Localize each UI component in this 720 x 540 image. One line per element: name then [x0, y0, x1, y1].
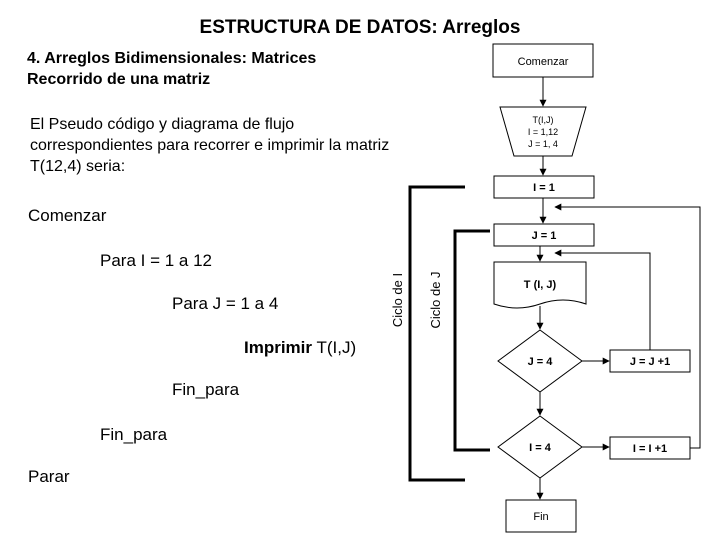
intro-line-2: correspondientes para recorrer e imprimi…: [30, 137, 390, 154]
assign-j-label: J = 1: [532, 230, 557, 242]
increment-i-label: I = I +1: [633, 443, 667, 455]
pseudo-for-i: Para I = 1 a 12: [100, 251, 212, 270]
output-label: T (I, J): [524, 279, 557, 291]
loop-i-label: Ciclo de I: [390, 273, 405, 327]
bracket-loop-j: [453, 229, 490, 452]
intro-line-3: T(12,4) seria:: [30, 158, 126, 175]
end-terminator: [505, 499, 577, 533]
increment-j-label: J = J +1: [630, 356, 670, 368]
start-terminator: [492, 43, 594, 78]
start-label: Comenzar: [518, 56, 569, 68]
pseudo-print: Imprimir T(I,J): [244, 338, 356, 358]
loop-j-label: Ciclo de J: [428, 271, 443, 328]
subtitle-line-2: Recorrido de una matriz: [27, 71, 211, 88]
input-trapezoid: [499, 106, 587, 157]
intro-line-1: El Pseudo código y diagrama de flujo: [30, 116, 295, 133]
assign-i-label: I = 1: [533, 182, 555, 194]
arrow-increment-i-loop-back: [554, 203, 701, 449]
decision-j-label: J = 4: [528, 356, 554, 368]
arrow-increment-j-loop-back: [554, 249, 651, 350]
assign-j-box: [493, 223, 595, 247]
flow-arrows: [536, 77, 701, 500]
intro-paragraph: El Pseudo código y diagrama de flujo cor…: [30, 114, 389, 177]
slide-title: ESTRUCTURA DE DATOS: Arreglos: [199, 17, 521, 38]
print-argument: T(I,J): [312, 338, 357, 357]
assign-i-box: [493, 175, 595, 199]
output-document-shape: [493, 261, 587, 309]
pseudo-for-j: Para J = 1 a 4: [172, 294, 279, 313]
pseudo-stop: Parar: [28, 467, 70, 486]
pseudo-start: Comenzar: [28, 206, 107, 225]
pseudo-end-for-outer: Fin_para: [100, 425, 168, 444]
pseudo-end-for-inner: Fin_para: [172, 380, 240, 399]
print-keyword: Imprimir: [244, 338, 313, 357]
input-matrix-label: T(I,J): [533, 115, 554, 125]
subtitle-line-1: 4. Arreglos Bidimensionales: Matrices: [27, 50, 317, 67]
end-label: Fin: [533, 511, 548, 523]
bracket-loop-i: [408, 185, 465, 482]
input-j-range: J = 1, 4: [528, 139, 558, 149]
section-subtitle: 4. Arreglos Bidimensionales: Matrices Re…: [27, 48, 316, 90]
input-i-range: I = 1,12: [528, 127, 558, 137]
decision-i-label: I = 4: [529, 442, 552, 454]
